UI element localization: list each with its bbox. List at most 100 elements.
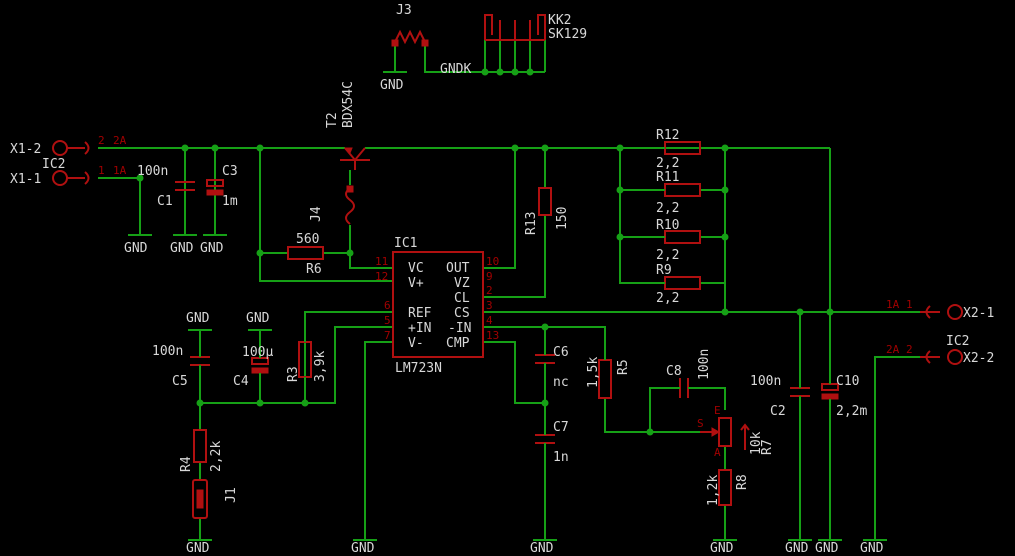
svg-text:CMP: CMP: [446, 336, 470, 351]
gnd-c5-top: GND: [186, 311, 212, 331]
svg-text:R9: R9: [656, 263, 672, 278]
jumper-j3: J3: [391, 3, 429, 47]
gnd-c1: GND: [170, 234, 197, 256]
x2-2-terminal: [947, 349, 963, 365]
svg-text:13: 13: [486, 329, 499, 342]
gnd-c2: GND: [785, 539, 812, 556]
svg-text:X2-1: X2-1: [963, 306, 994, 321]
svg-text:REF: REF: [408, 306, 432, 321]
svg-text:1: 1: [98, 164, 105, 177]
capacitor-c6: C6 nc: [535, 345, 569, 390]
svg-text:2,2k: 2,2k: [209, 441, 224, 472]
svg-text:3: 3: [486, 299, 493, 312]
svg-text:IC2: IC2: [42, 157, 65, 172]
transistor-t2: T2 BDX54C: [325, 81, 370, 170]
svg-text:1,2k: 1,2k: [706, 475, 721, 506]
svg-text:E: E: [714, 404, 721, 417]
capacitor-c10: C10 2,2m: [821, 374, 867, 419]
svg-text:S: S: [697, 417, 704, 430]
capacitor-c1: 100n C1: [137, 164, 195, 209]
svg-text:2,2: 2,2: [656, 291, 679, 306]
capacitor-c4: 100µ C4: [233, 345, 273, 389]
svg-text:nc: nc: [553, 375, 569, 390]
svg-text:R8: R8: [735, 474, 750, 490]
svg-text:9: 9: [486, 270, 493, 283]
svg-text:T2: T2: [325, 112, 340, 128]
svg-text:GND: GND: [530, 541, 554, 556]
svg-text:12: 12: [375, 270, 388, 283]
svg-text:R6: R6: [306, 262, 322, 277]
svg-text:10k: 10k: [749, 431, 764, 455]
capacitor-c3: C3 1m: [206, 164, 238, 209]
heatsink-kk2: KK2 SK129 GNDK: [440, 13, 587, 77]
svg-text:1: 1: [906, 298, 913, 311]
connector-x2: X2-1 X2-2 IC2 1A 1 2A 2: [886, 298, 994, 366]
svg-text:V+: V+: [408, 276, 424, 291]
svg-text:R10: R10: [656, 218, 679, 233]
x1-1-terminal: [52, 170, 68, 186]
svg-text:2A: 2A: [886, 343, 900, 356]
gnd-symbols: GND GND GND GND GND GND GND GND GND GND …: [124, 71, 887, 556]
svg-text:2: 2: [486, 284, 493, 297]
svg-text:1,5k: 1,5k: [586, 357, 601, 388]
x1-2-terminal: [52, 140, 68, 156]
resistor-r10: R10 2,2: [655, 218, 701, 263]
svg-text:560: 560: [296, 232, 319, 247]
svg-text:+IN: +IN: [408, 321, 431, 336]
resistor-r5: 1,5k R5: [586, 345, 631, 399]
svg-text:A: A: [714, 446, 721, 459]
svg-text:LM723N: LM723N: [395, 361, 442, 376]
svg-text:GND: GND: [200, 241, 224, 256]
svg-text:2,2m: 2,2m: [836, 404, 867, 419]
svg-text:GND: GND: [186, 311, 210, 326]
gnd-c10: GND: [815, 539, 842, 556]
svg-text:C4: C4: [233, 374, 249, 389]
svg-text:100n: 100n: [697, 349, 712, 380]
svg-text:J3: J3: [396, 3, 412, 18]
svg-text:GND: GND: [860, 541, 884, 556]
svg-text:V-: V-: [408, 336, 424, 351]
svg-text:5: 5: [384, 314, 391, 327]
wires: [98, 40, 920, 540]
svg-text:R5: R5: [616, 359, 631, 375]
svg-text:C2: C2: [770, 404, 786, 419]
svg-text:2: 2: [98, 134, 105, 147]
gnd-x2-2: GND: [860, 539, 887, 556]
svg-text:R13: R13: [524, 212, 539, 235]
svg-text:-IN: -IN: [448, 321, 471, 336]
svg-text:3,9k: 3,9k: [313, 351, 328, 382]
resistor-r11: R11 2,2: [655, 170, 701, 216]
x2-1-terminal: [947, 304, 963, 320]
svg-text:GND: GND: [710, 541, 734, 556]
svg-text:X1-2: X1-2: [10, 142, 41, 157]
svg-text:R11: R11: [656, 170, 679, 185]
svg-text:2,2: 2,2: [656, 156, 679, 171]
resistor-r9: R9 2,2: [655, 263, 701, 306]
ic1-lm723: IC1 LM723N 11 VC 12 V+ 6 REF 5 +IN 7 V- …: [375, 236, 499, 376]
svg-text:C8: C8: [666, 364, 682, 379]
svg-text:4: 4: [486, 314, 493, 327]
gnd-j3: GND: [380, 71, 407, 93]
svg-text:R12: R12: [656, 128, 679, 143]
gnd-c7: GND: [530, 539, 557, 556]
svg-text:10: 10: [486, 255, 499, 268]
svg-text:R4: R4: [179, 456, 194, 472]
svg-text:1A: 1A: [886, 298, 900, 311]
jumper-j4: J4: [309, 185, 355, 225]
svg-text:100n: 100n: [137, 164, 168, 179]
svg-text:X1-1: X1-1: [10, 172, 41, 187]
svg-text:GND: GND: [785, 541, 809, 556]
svg-text:GND: GND: [815, 541, 839, 556]
svg-text:100µ: 100µ: [242, 345, 273, 360]
svg-text:OUT: OUT: [446, 261, 470, 276]
svg-text:J4: J4: [309, 206, 324, 222]
svg-text:6: 6: [384, 299, 391, 312]
svg-text:C1: C1: [157, 194, 173, 209]
svg-text:GND: GND: [246, 311, 270, 326]
connector-x1: X1-2 X1-1 IC2 2 2A 1 1A: [10, 134, 127, 187]
junctions: [136, 68, 834, 436]
svg-text:100n: 100n: [750, 374, 781, 389]
svg-text:1m: 1m: [222, 194, 238, 209]
svg-text:11: 11: [375, 255, 388, 268]
svg-text:CL: CL: [454, 291, 470, 306]
